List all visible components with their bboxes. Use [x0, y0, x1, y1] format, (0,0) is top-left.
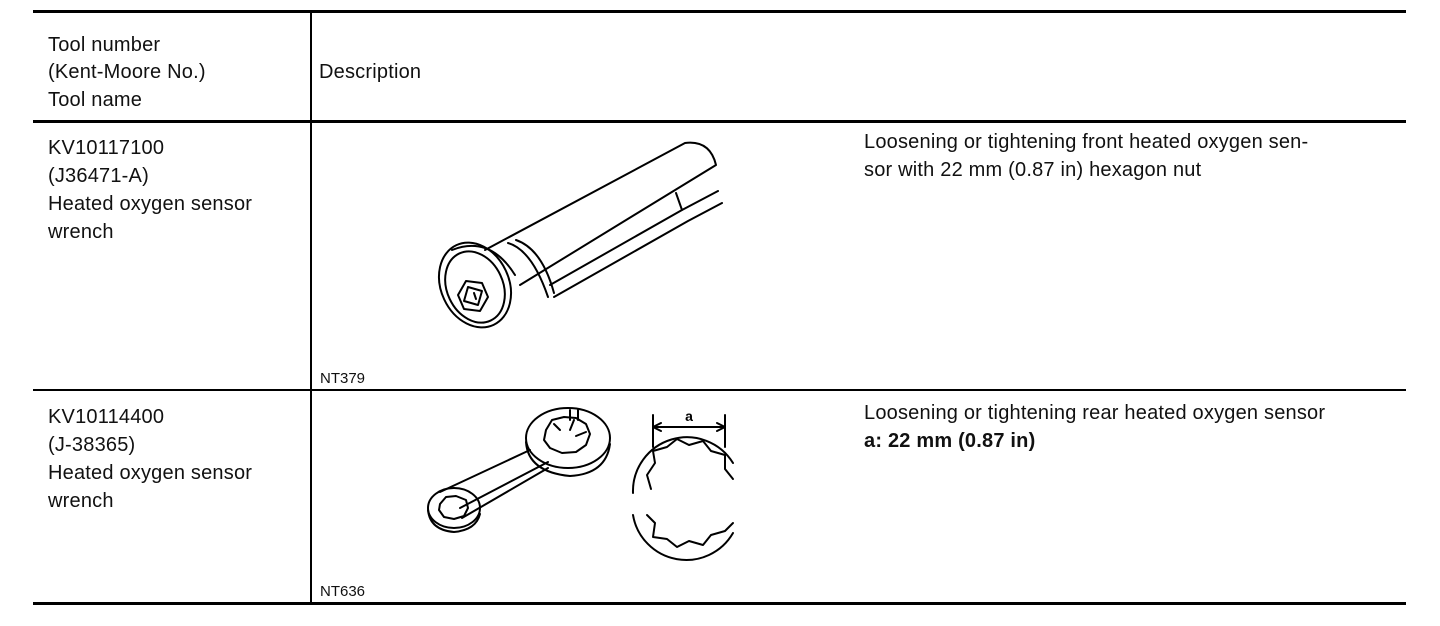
socket-wrench-figure — [438, 141, 723, 329]
row2-description: Loosening or tightening rear heated oxyg… — [864, 402, 1326, 424]
row1-tool-name-cont: wrench — [48, 221, 114, 243]
row1-tool-number: KV10117100 — [48, 137, 165, 159]
header-tool-number: Tool number — [48, 34, 161, 56]
row2-dimension-spec: a: 22 mm (0.87 in) — [864, 430, 1036, 452]
header-description: Description — [319, 61, 422, 83]
table-bottom-rule — [33, 602, 1406, 605]
table-top-rule — [33, 10, 1406, 13]
row1-description: Loosening or tightening front heated oxy… — [864, 131, 1309, 153]
opening-dimension-figure: a — [631, 408, 734, 561]
row-divider — [33, 389, 1406, 391]
column-divider — [310, 13, 312, 602]
header-tool-name: Tool name — [48, 89, 143, 111]
row1-tool-name: Heated oxygen sensor — [48, 193, 253, 215]
header-bottom-rule — [33, 120, 1406, 123]
row2-tool-name: Heated oxygen sensor — [48, 462, 253, 484]
row1-kent-moore: (J36471-A) — [48, 165, 149, 187]
row2-kent-moore: (J-38365) — [48, 434, 136, 456]
box-wrench-figure — [427, 407, 611, 533]
row1-figure-label: NT379 — [320, 370, 366, 387]
dimension-a-label: a — [685, 408, 693, 424]
row1-description-cont: sor with 22 mm (0.87 in) hexagon nut — [864, 159, 1202, 181]
row2-tool-name-cont: wrench — [48, 490, 114, 512]
row2-tool-number: KV10114400 — [48, 406, 165, 428]
header-kent-moore: (Kent-Moore No.) — [48, 61, 206, 83]
row2-figure-label: NT636 — [320, 583, 366, 600]
